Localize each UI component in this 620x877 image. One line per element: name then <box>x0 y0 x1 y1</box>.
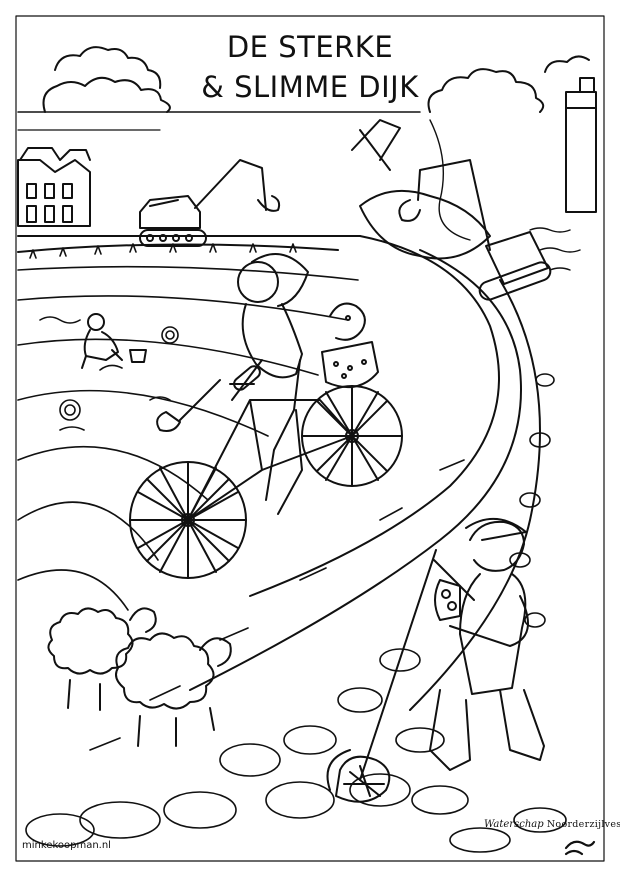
title-line-2: & SLIMME DIJK <box>201 70 419 104</box>
road-lines <box>89 459 465 751</box>
cloud-right <box>427 68 545 113</box>
child-with-net <box>326 517 545 803</box>
cloud-left <box>42 46 171 113</box>
excavator-back <box>139 159 281 247</box>
stones <box>25 373 567 853</box>
organization-label: Noorderzijlvest <box>546 819 620 830</box>
dike-slope <box>409 279 541 711</box>
dike-path-inner <box>249 235 500 597</box>
website-credit: minkekoopman.nl <box>22 840 111 851</box>
organization-name: Waterschap Noorderzijlvest <box>484 819 620 830</box>
cyclist <box>129 253 403 579</box>
cloud-far-right <box>544 55 590 73</box>
wave-logo-icon <box>564 840 596 856</box>
water <box>429 119 581 271</box>
page-frame <box>15 15 605 862</box>
sheep-left <box>47 607 157 711</box>
farmer <box>81 313 147 369</box>
sheep-right <box>115 632 232 747</box>
title-line-1: DE STERKE <box>226 30 394 64</box>
field-rows <box>17 243 359 611</box>
offshore-tower <box>565 77 597 213</box>
dike-path-outer <box>189 249 522 691</box>
house <box>17 147 91 227</box>
organization-prefix: Waterschap <box>484 819 544 830</box>
excavator-front <box>351 119 552 301</box>
